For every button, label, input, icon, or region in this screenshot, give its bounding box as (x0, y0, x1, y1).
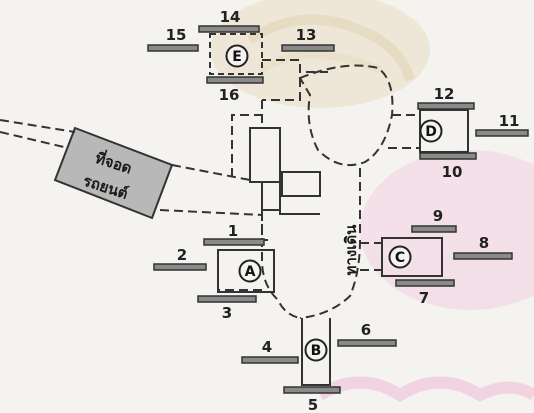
plot-4 (241, 356, 299, 364)
plot-label-4: 4 (262, 338, 272, 356)
plot-16 (206, 76, 264, 84)
plot-3 (197, 295, 257, 303)
plot-8 (453, 252, 513, 260)
plot-13 (281, 44, 335, 52)
zone-e-marker (225, 44, 249, 68)
zone-b: B 4 5 6 (241, 318, 397, 413)
plot-14 (198, 25, 260, 33)
zone-d-letter: D (425, 124, 437, 140)
plot-label-15: 15 (166, 26, 187, 44)
walkway-label: ทางเดิน (342, 224, 360, 276)
zone-b-marker (304, 338, 328, 362)
parking-lot: ที่จอด รถยนต์ (53, 126, 174, 220)
plot-7 (395, 279, 455, 287)
watermark-seal (210, 0, 430, 108)
plot-label-12: 12 (434, 85, 455, 103)
plot-label-6: 6 (361, 321, 371, 339)
plot-5 (283, 386, 341, 394)
zone-c: C 9 8 7 (381, 207, 513, 307)
zone-a: A 1 2 3 (153, 222, 275, 322)
zone-a-marker (238, 259, 262, 283)
plot-label-9: 9 (433, 207, 443, 225)
plot-label-2: 2 (177, 246, 187, 264)
zone-c-letter: C (395, 250, 405, 266)
plot-label-13: 13 (296, 26, 317, 44)
plot-10 (419, 152, 477, 160)
plot-label-1: 1 (228, 222, 238, 240)
zone-e: E 14 15 13 16 (147, 8, 335, 104)
zone-b-letter: B (311, 343, 322, 359)
plot-11 (475, 129, 529, 137)
plot-label-11: 11 (499, 112, 520, 130)
plot-9 (411, 225, 457, 233)
plot-1 (203, 238, 265, 246)
zone-d-marker (419, 119, 443, 143)
plot-label-16: 16 (219, 86, 240, 104)
plot-label-5: 5 (308, 396, 318, 413)
zone-a-letter: A (245, 264, 256, 280)
plot-label-7: 7 (419, 289, 429, 307)
plot-label-8: 8 (479, 234, 489, 252)
plot-label-14: 14 (220, 8, 241, 26)
zone-c-marker (388, 245, 412, 269)
plot-15 (147, 44, 199, 52)
plot-label-3: 3 (222, 304, 232, 322)
central-buildings (249, 127, 321, 215)
plot-2 (153, 263, 207, 271)
zone-e-letter: E (232, 49, 242, 65)
zone-d: D 12 11 10 (417, 85, 529, 181)
plot-label-10: 10 (442, 163, 463, 181)
plot-12 (417, 102, 475, 110)
plot-6 (337, 339, 397, 347)
